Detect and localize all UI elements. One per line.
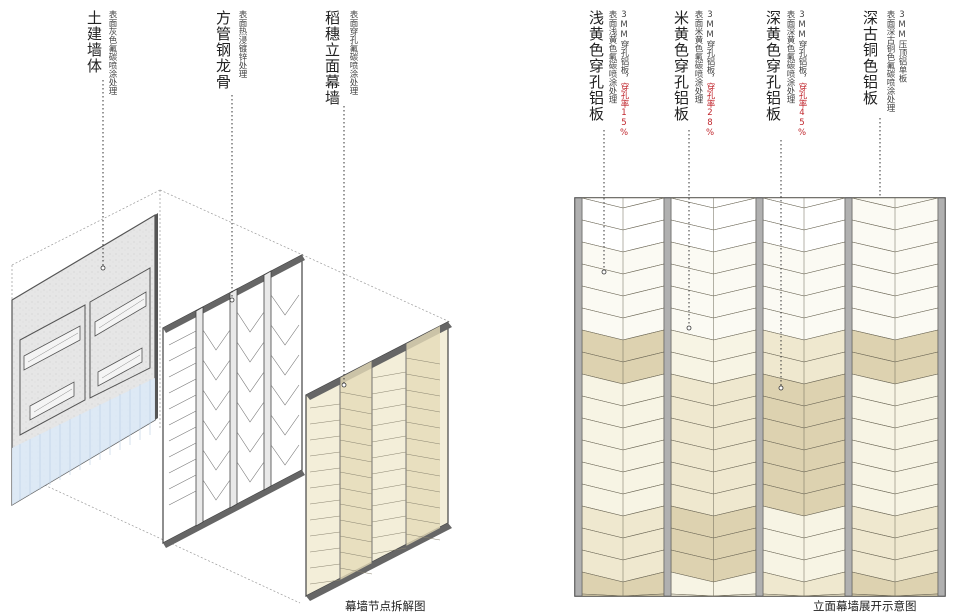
- desc-spec-cream: 3MM穿孔铝板，: [705, 10, 715, 83]
- chevron-pattern: [581, 197, 939, 597]
- label-finish-light-yellow: 表面浅黄色氟碳喷涂处理: [607, 10, 617, 104]
- steel-frame-panel: [162, 254, 305, 548]
- leader-lines-left: [102, 80, 345, 385]
- perforated-facade-panel: [305, 321, 452, 601]
- bounding-box: [11, 189, 451, 604]
- desc-spec-deep-yellow: 3MM穿孔铝板，: [797, 10, 807, 83]
- label-finish-bronze: 表面深古铜色氟碳喷涂处理: [885, 10, 895, 112]
- label-desc-bronze: 3MM压顶铝单板: [897, 10, 907, 83]
- label-title-cream: 米黄色穿孔铝板: [672, 10, 690, 122]
- perforation-rate-cream: 穿孔率28%: [705, 82, 715, 139]
- label-desc-steel-keel: 表面热浸镀锌处理: [237, 10, 247, 78]
- leader-dots-right: [601, 269, 784, 391]
- label-desc-civil-wall: 表面灰色氟碳喷涂处理: [107, 10, 117, 95]
- label-finish-cream: 表面米黄色氟碳喷涂处理: [693, 10, 703, 104]
- label-finish-deep-yellow: 表面深黄色氟碳喷涂处理: [785, 10, 795, 104]
- label-title-deep-yellow: 深黄色穿孔铝板: [764, 10, 782, 122]
- concrete-wall-panel: [11, 213, 158, 507]
- leader-lines-right: [603, 118, 881, 388]
- label-title-rice-facade: 稻穗立面幕墙: [323, 10, 341, 106]
- caption-elevation: 立面幕墙展开示意图: [813, 599, 917, 613]
- label-title-steel-keel: 方管钢龙骨: [214, 10, 232, 90]
- label-desc-light-yellow: 3MM穿孔铝板，穿孔率15%: [618, 10, 630, 138]
- label-desc-cream: 3MM穿孔铝板，穿孔率28%: [704, 10, 716, 138]
- perforation-rate-deep-yellow: 穿孔率45%: [797, 82, 807, 139]
- label-desc-deep-yellow: 3MM穿孔铝板，穿孔率45%: [796, 10, 808, 138]
- label-title-light-yellow: 浅黄色穿孔铝板: [587, 10, 605, 122]
- leader-dots-left: [100, 265, 347, 388]
- elevation-view: [574, 118, 946, 597]
- label-desc-rice-facade: 表面穿孔氟碳喷涂处理: [348, 10, 358, 95]
- label-title-civil-wall: 土建墙体: [85, 10, 103, 74]
- label-title-bronze: 深古铜色铝板: [861, 10, 879, 106]
- exploded-view: [11, 80, 452, 604]
- desc-spec-light-yellow: 3MM穿孔铝板，: [619, 10, 629, 83]
- elevation-mullions: [574, 197, 946, 597]
- perforation-rate-light-yellow: 穿孔率15%: [619, 82, 629, 139]
- caption-exploded: 幕墙节点拆解图: [345, 599, 426, 613]
